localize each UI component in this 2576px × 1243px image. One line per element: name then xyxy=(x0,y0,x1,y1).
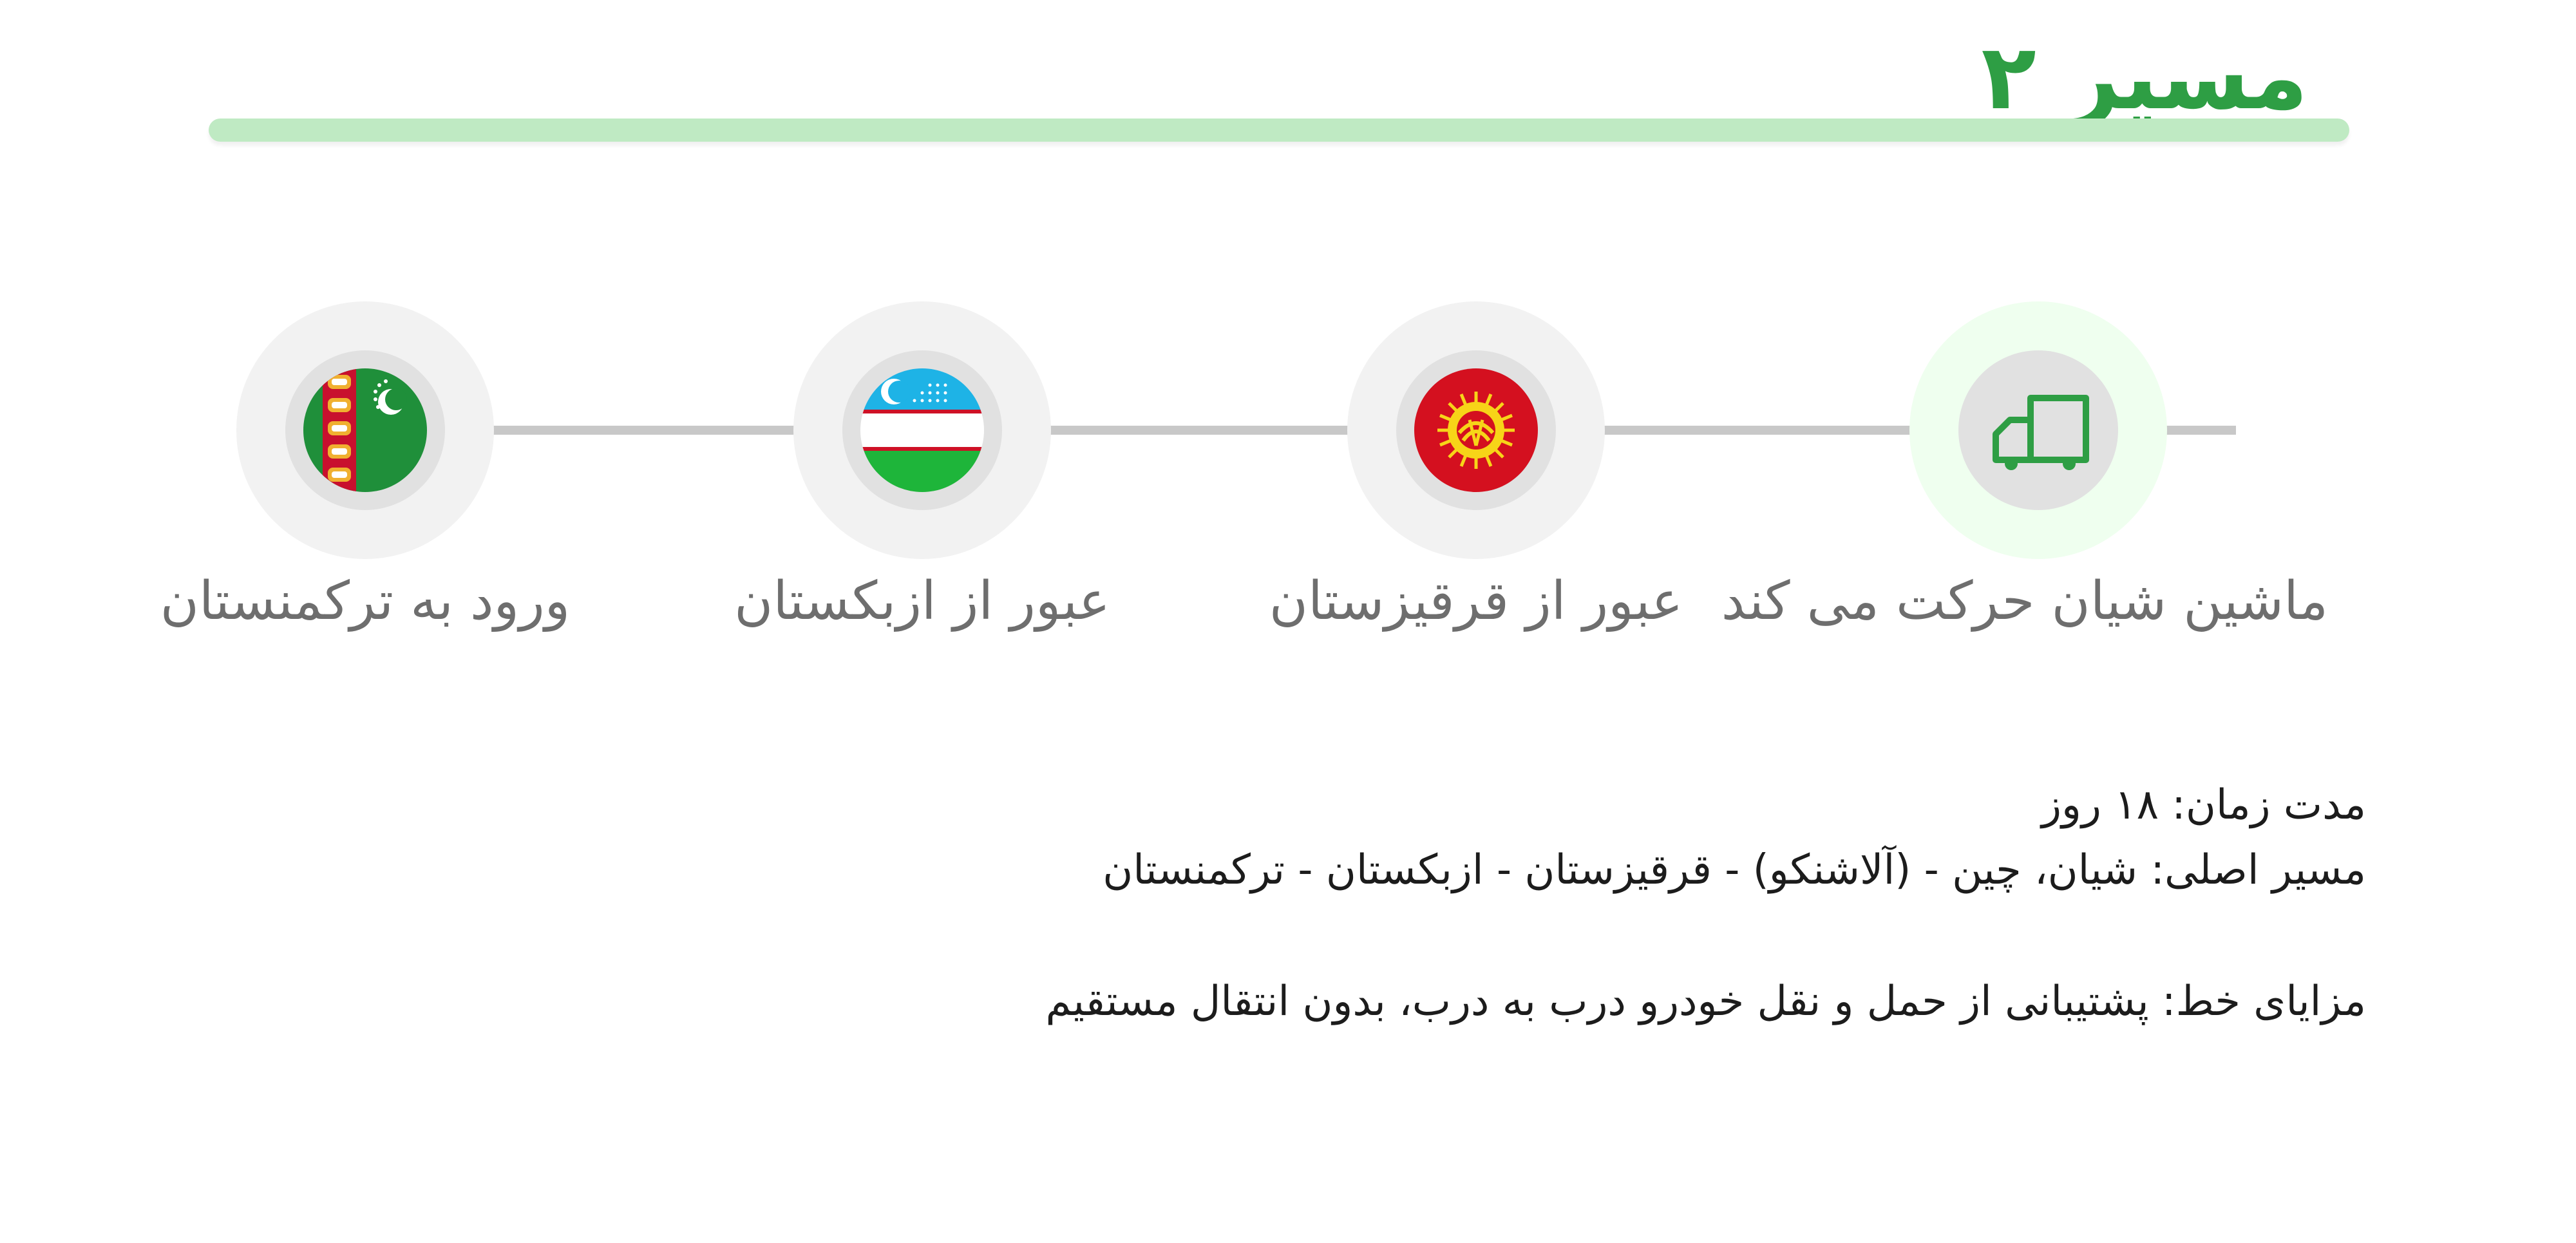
turkmenistan-flag-icon xyxy=(303,368,427,492)
kyrgyzstan-flag-icon xyxy=(1414,368,1538,492)
step-uzbekistan xyxy=(793,301,1051,559)
truck-icon xyxy=(1993,395,2089,470)
step-label-uzbekistan: عبور از ازبکستان xyxy=(734,571,1110,632)
info-advantages: مزایای خط: پشتیبانی از حمل و نقل خودرو د… xyxy=(1045,978,2367,1025)
uzbekistan-flag-icon xyxy=(860,368,984,492)
page-title: مسیر ۲ xyxy=(1981,25,2308,130)
step-label-truck: ماشین شیان حرکت می کند xyxy=(1721,571,2328,632)
title-underline xyxy=(209,119,2349,142)
step-label-turkmenistan: ورود به ترکمنستان xyxy=(160,571,571,632)
info-main-route: مسیر اصلی: شیان، چین - (آلاشنکو) - قرقیز… xyxy=(1103,846,2366,894)
step-kyrgyzstan xyxy=(1347,301,1605,559)
step-kyrgyzstan-inner xyxy=(1396,350,1556,510)
step-label-kyrgyzstan: عبور از قرقیزستان xyxy=(1269,571,1683,632)
step-truck-inner xyxy=(1958,350,2118,510)
info-duration: مدت زمان: ۱۸ روز xyxy=(2041,781,2366,829)
step-uzbekistan-inner xyxy=(842,350,1002,510)
step-turkmenistan-inner xyxy=(285,350,445,510)
step-truck xyxy=(1909,301,2167,559)
step-turkmenistan xyxy=(236,301,494,559)
